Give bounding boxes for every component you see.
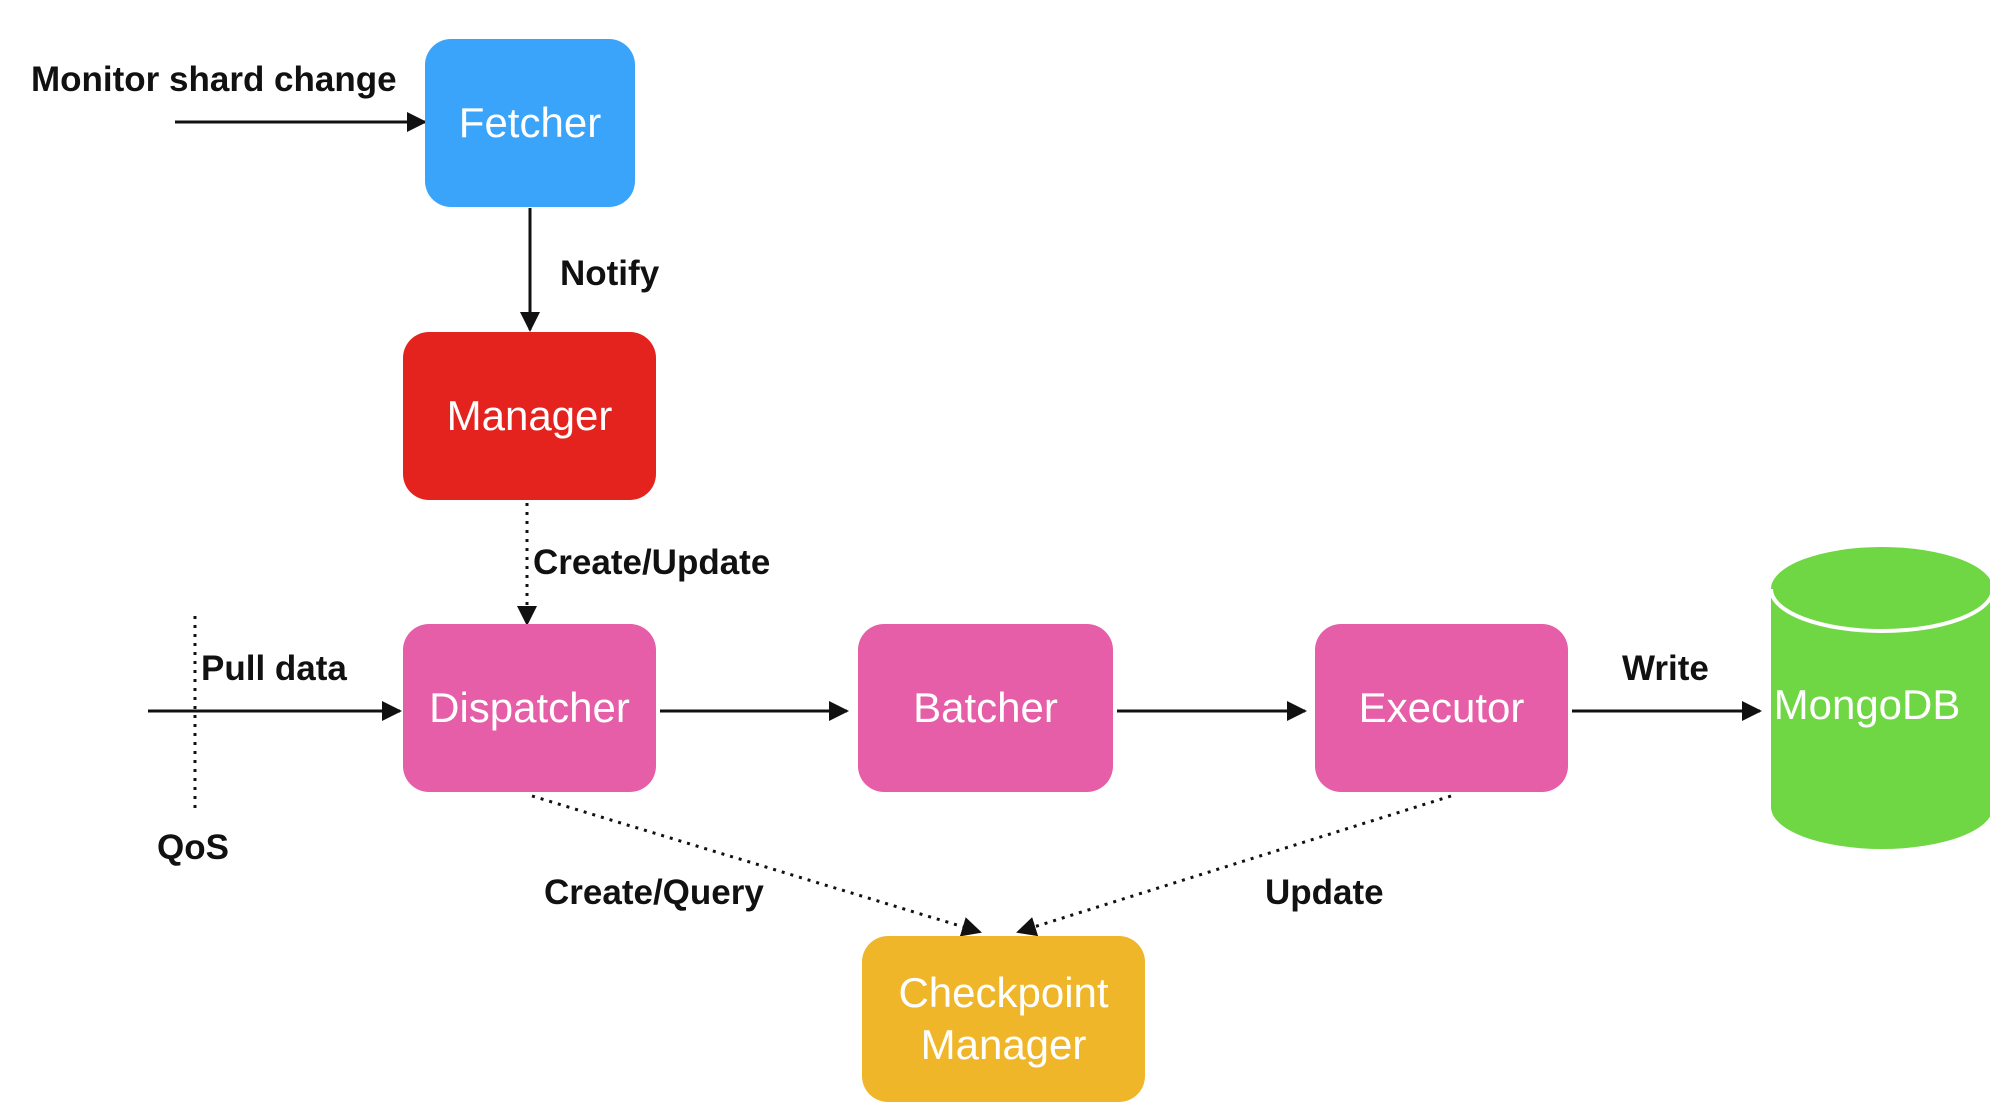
create-update-label: Create/Update xyxy=(533,543,771,582)
update-label: Update xyxy=(1265,873,1384,912)
pull-data-label: Pull data xyxy=(201,649,347,688)
notify-label: Notify xyxy=(560,254,660,293)
monitor-shard-change-label: Monitor shard change xyxy=(31,60,397,99)
write-label: Write xyxy=(1622,649,1709,688)
qos-label: QoS xyxy=(157,828,229,867)
create-query-label: Create/Query xyxy=(544,873,764,912)
mongodb-cylinder-icon xyxy=(1769,547,1990,849)
dispatcher-node: Dispatcher xyxy=(403,624,656,792)
fetcher-node: Fetcher xyxy=(425,39,635,207)
mongodb-label: MongoDB xyxy=(1773,681,1961,728)
edge-dispatcher-to-checkpoint xyxy=(531,794,982,937)
checkpoint-manager-node: Checkpoint Manager xyxy=(862,936,1145,1102)
batcher-node: Batcher xyxy=(858,624,1113,792)
edge-executor-to-checkpoint xyxy=(1016,794,1452,937)
executor-node: Executor xyxy=(1315,624,1568,792)
manager-node: Manager xyxy=(403,332,656,500)
